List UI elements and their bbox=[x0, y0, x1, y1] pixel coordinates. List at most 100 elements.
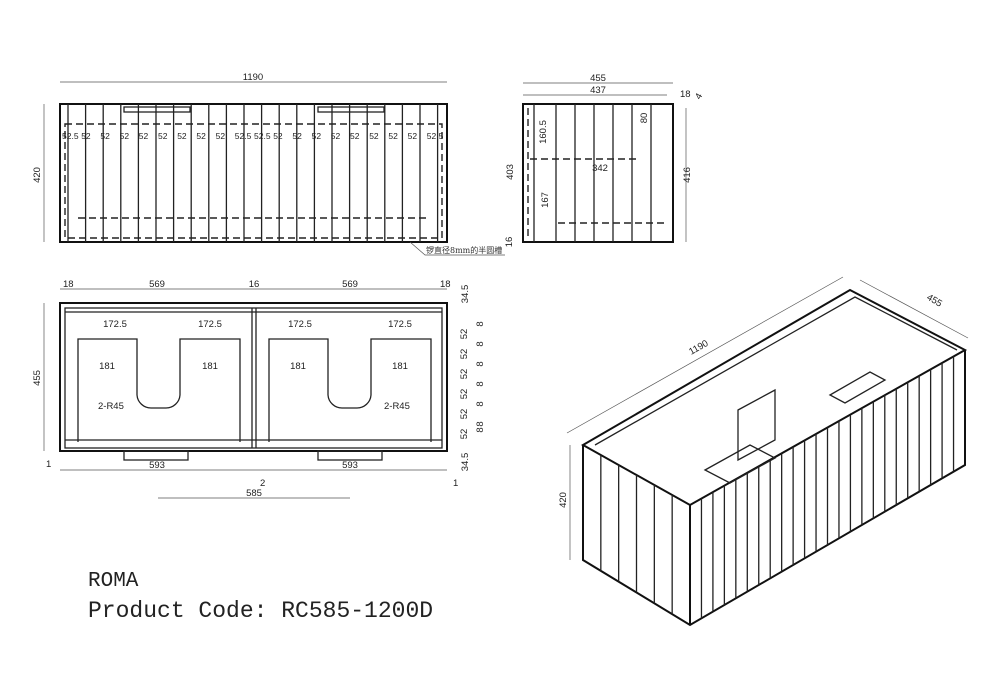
groove-width-label: 8 bbox=[475, 427, 486, 432]
iso-drawer-part bbox=[828, 371, 887, 404]
dim-drawer-width: 181 bbox=[99, 361, 115, 372]
groove-width-label: 8 bbox=[475, 381, 486, 386]
spacing-label: 52 bbox=[388, 131, 398, 141]
spacing-label: 52.5 bbox=[235, 131, 252, 141]
dim-iso-width: 1190 bbox=[687, 338, 710, 358]
groove-pitch-label: 52 bbox=[459, 349, 470, 360]
groove-width-label: 8 bbox=[475, 361, 486, 366]
drawer-cutout-right bbox=[268, 338, 432, 442]
spacing-label: 52 bbox=[331, 131, 341, 141]
spacing-label: 52 bbox=[273, 131, 283, 141]
front-hidden-box bbox=[64, 123, 443, 239]
dim-drawer-width: 181 bbox=[202, 361, 218, 372]
spacing-label: 52 bbox=[100, 131, 110, 141]
handle-recess bbox=[317, 106, 385, 113]
spacing-label: 52 bbox=[120, 131, 130, 141]
spacing-label: 52.5 bbox=[427, 131, 444, 141]
spacing-label: 52 bbox=[292, 131, 302, 141]
product-name: ROMA bbox=[88, 570, 139, 593]
groove-note: 锣直径8mm的半圆槽 bbox=[426, 245, 502, 255]
dim-panel: 18 bbox=[680, 89, 691, 100]
product-code: Product Code: RC585-1200D bbox=[88, 598, 434, 624]
dim-side-depth: 455 bbox=[590, 73, 606, 84]
dim-drawer-top: 172.5 bbox=[103, 319, 127, 330]
dim-line bbox=[859, 279, 969, 339]
dim-drawer-width: 181 bbox=[290, 361, 306, 372]
spacing-label: 52 bbox=[350, 131, 360, 141]
dim-radius: 2-R45 bbox=[384, 401, 410, 412]
spacing-label: 52 bbox=[369, 131, 379, 141]
dim-iso-height: 420 bbox=[558, 492, 569, 508]
front-outline bbox=[59, 103, 448, 243]
spacing-label: 52 bbox=[81, 131, 91, 141]
dim-base: 16 bbox=[504, 237, 515, 248]
dim-drawer-top: 172.5 bbox=[198, 319, 222, 330]
spacing-label: 52 bbox=[408, 131, 418, 141]
spacing-label: 52.5 bbox=[62, 131, 79, 141]
side-slats bbox=[533, 104, 652, 242]
groove-width-label: 8 bbox=[475, 421, 486, 426]
groove-width-label: 8 bbox=[475, 341, 486, 346]
dim-drawer-width: 181 bbox=[392, 361, 408, 372]
dim-iso-depth: 455 bbox=[925, 292, 944, 309]
side-outline bbox=[522, 103, 674, 243]
dim-slot: 80 bbox=[639, 113, 650, 124]
spacing-label: 52.5 bbox=[254, 131, 271, 141]
handle-recess bbox=[123, 106, 191, 113]
dim-handle-span: 585 bbox=[246, 488, 262, 499]
spacing-label: 52 bbox=[196, 131, 206, 141]
iso-inner-rim bbox=[594, 296, 958, 446]
dim-right-panel: 18 bbox=[440, 279, 451, 290]
dim-front-width: 1190 bbox=[243, 72, 263, 83]
dim-gap-mid: 2 bbox=[260, 478, 265, 489]
dim-radius: 2-R45 bbox=[98, 401, 124, 412]
dim-gap-left: 1 bbox=[46, 459, 51, 470]
front-slats bbox=[67, 104, 439, 242]
spacing-label: 52 bbox=[177, 131, 187, 141]
note-leader bbox=[409, 241, 505, 256]
dim-plan-depth: 455 bbox=[32, 370, 43, 386]
dim-line bbox=[566, 276, 844, 434]
dim-drawer-top: 172.5 bbox=[288, 319, 312, 330]
groove-width-label: 8 bbox=[475, 401, 486, 406]
dim-outer-height: 416 bbox=[682, 167, 693, 183]
plan-view: 18 569 16 569 18 455 172.5 172.5 172.5 1… bbox=[32, 279, 486, 499]
handle-right bbox=[317, 450, 383, 461]
spacing-label: 52 bbox=[139, 131, 149, 141]
iso-slats bbox=[600, 356, 955, 619]
groove-width-label: 8 bbox=[475, 321, 486, 326]
dim-gap-right: 1 bbox=[453, 478, 458, 489]
dim-top-gap: 160.5 bbox=[538, 120, 549, 144]
isometric-view: 1190 455 420 bbox=[558, 276, 969, 627]
dim-inner-depth: 437 bbox=[590, 85, 606, 96]
handle-left bbox=[123, 450, 189, 461]
groove-pitch-label: 52 bbox=[459, 429, 470, 440]
drawer-cutout-left bbox=[77, 338, 241, 442]
groove-pitch-label: 52 bbox=[459, 329, 470, 340]
dim-lower: 167 bbox=[540, 192, 551, 208]
spacing-label: 52 bbox=[216, 131, 226, 141]
dim-front-height: 420 bbox=[32, 167, 43, 183]
spacing-label: 52 bbox=[158, 131, 168, 141]
plan-inner bbox=[64, 307, 443, 449]
groove-pitch-label: 52 bbox=[459, 409, 470, 420]
dim-front-left: 593 bbox=[149, 460, 165, 471]
dim-bay-right: 569 bbox=[342, 279, 358, 290]
side-view: 455 437 18 4 403 416 160.5 80 342 167 16 bbox=[504, 73, 705, 247]
spacing-label: 52 bbox=[312, 131, 322, 141]
groove-pitch-label: 52 bbox=[459, 369, 470, 380]
groove-pitch-label: 52 bbox=[459, 389, 470, 400]
plan-outline bbox=[59, 302, 448, 452]
dim-edge-top: 34.5 bbox=[460, 285, 471, 304]
iso-divider bbox=[737, 388, 776, 462]
dim-drawer-top: 172.5 bbox=[388, 319, 412, 330]
iso-drawer-part bbox=[703, 444, 777, 484]
dim-left-panel: 18 bbox=[63, 279, 74, 290]
dim-divider: 16 bbox=[249, 279, 260, 290]
dim-rail: 342 bbox=[592, 163, 608, 174]
